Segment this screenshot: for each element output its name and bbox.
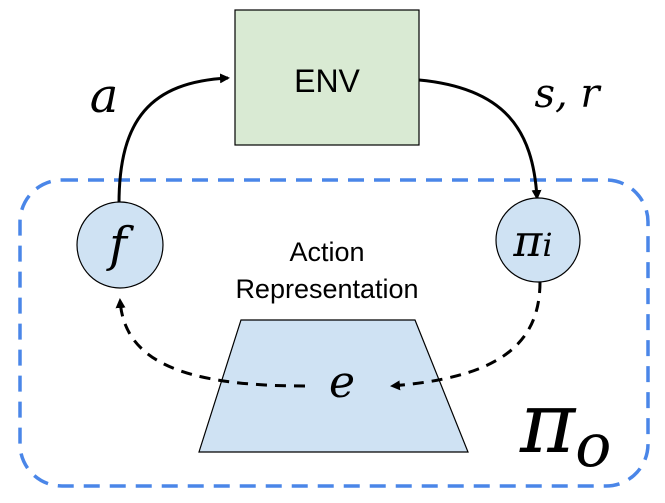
state-reward-label: s, r — [534, 71, 602, 117]
state-reward-arrow — [418, 78, 542, 200]
embedding-to-f-arrow — [115, 298, 306, 388]
action-arrow — [117, 73, 230, 205]
action-label: a — [90, 68, 119, 124]
action-representation-label-line2: Representation — [235, 274, 418, 304]
pi-to-embedding-arrow — [390, 281, 542, 391]
outer-policy-label: πo — [519, 374, 611, 481]
embedding-label: e — [329, 357, 355, 408]
f-node — [76, 201, 164, 289]
outer-policy-box — [18, 178, 650, 488]
env-box — [234, 9, 420, 146]
pi-i-subscript: i — [542, 226, 552, 264]
outer-policy-subscript: o — [575, 411, 611, 481]
pi-i-node — [495, 197, 581, 283]
action-representation-label-line1: Action — [289, 237, 364, 267]
pi-i-symbol: π — [512, 216, 543, 267]
outer-policy-symbol: π — [519, 374, 577, 472]
action-representation-trapezoid — [198, 319, 469, 453]
env-label: ENV — [294, 63, 360, 99]
pi-i-node-label: πi — [512, 216, 552, 267]
